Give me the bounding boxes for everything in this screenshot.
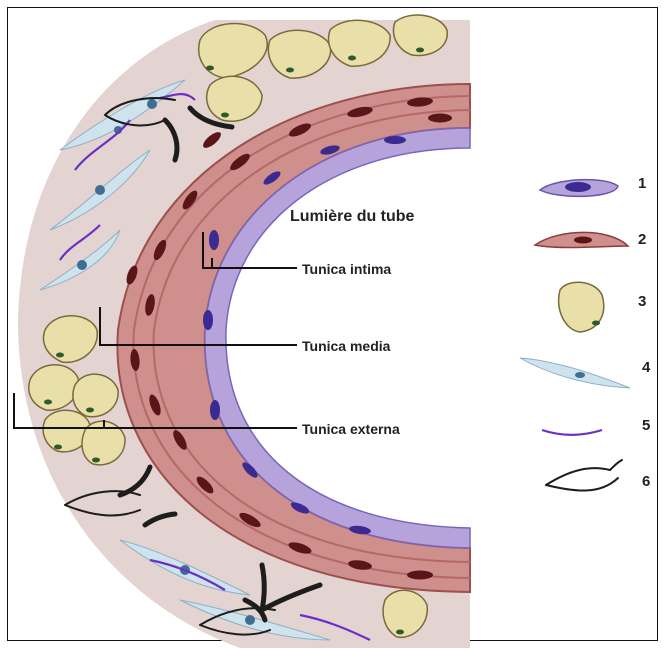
fibroblast-icon [520,358,630,388]
legend [520,180,630,491]
legend-number-1: 1 [638,175,646,192]
smooth-muscle-cell-icon [535,232,628,247]
legend-number-6: 6 [642,473,650,490]
nerve-fiber-icon [546,460,622,491]
legend-number-3: 3 [638,293,646,310]
adipocyte-icon [559,282,604,332]
tunica-externa-label: Tunica externa [302,421,400,437]
legend-number-2: 2 [638,231,646,248]
tunica-intima-label: Tunica intima [302,261,391,277]
legend-number-4: 4 [642,359,651,376]
legend-numbers: 1 2 3 4 5 6 [638,175,651,490]
tunica-media-label: Tunica media [302,338,391,354]
collagen-fiber-icon [542,430,602,435]
endothelial-cell-icon [540,180,618,197]
lumen-label: Lumière du tube [290,208,415,225]
legend-number-5: 5 [642,417,650,434]
